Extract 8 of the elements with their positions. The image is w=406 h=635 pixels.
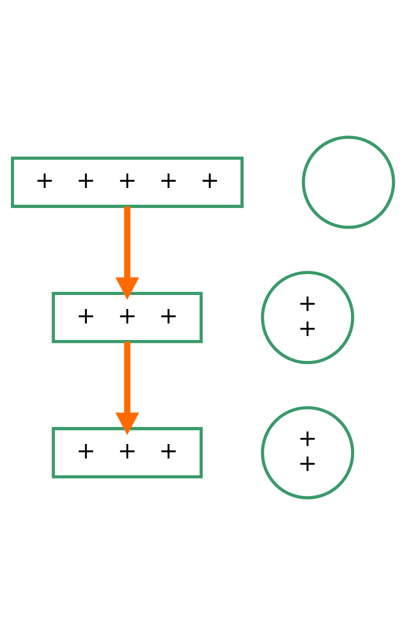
node-circle: + + xyxy=(260,270,354,364)
node-circle xyxy=(302,136,396,229)
node-box: + + + xyxy=(52,427,203,478)
node-box: + + + xyxy=(52,292,203,344)
arrow xyxy=(115,206,140,300)
arrow xyxy=(115,342,140,436)
node-box: + + + + + xyxy=(10,156,244,208)
node-circle: + + xyxy=(260,406,354,500)
